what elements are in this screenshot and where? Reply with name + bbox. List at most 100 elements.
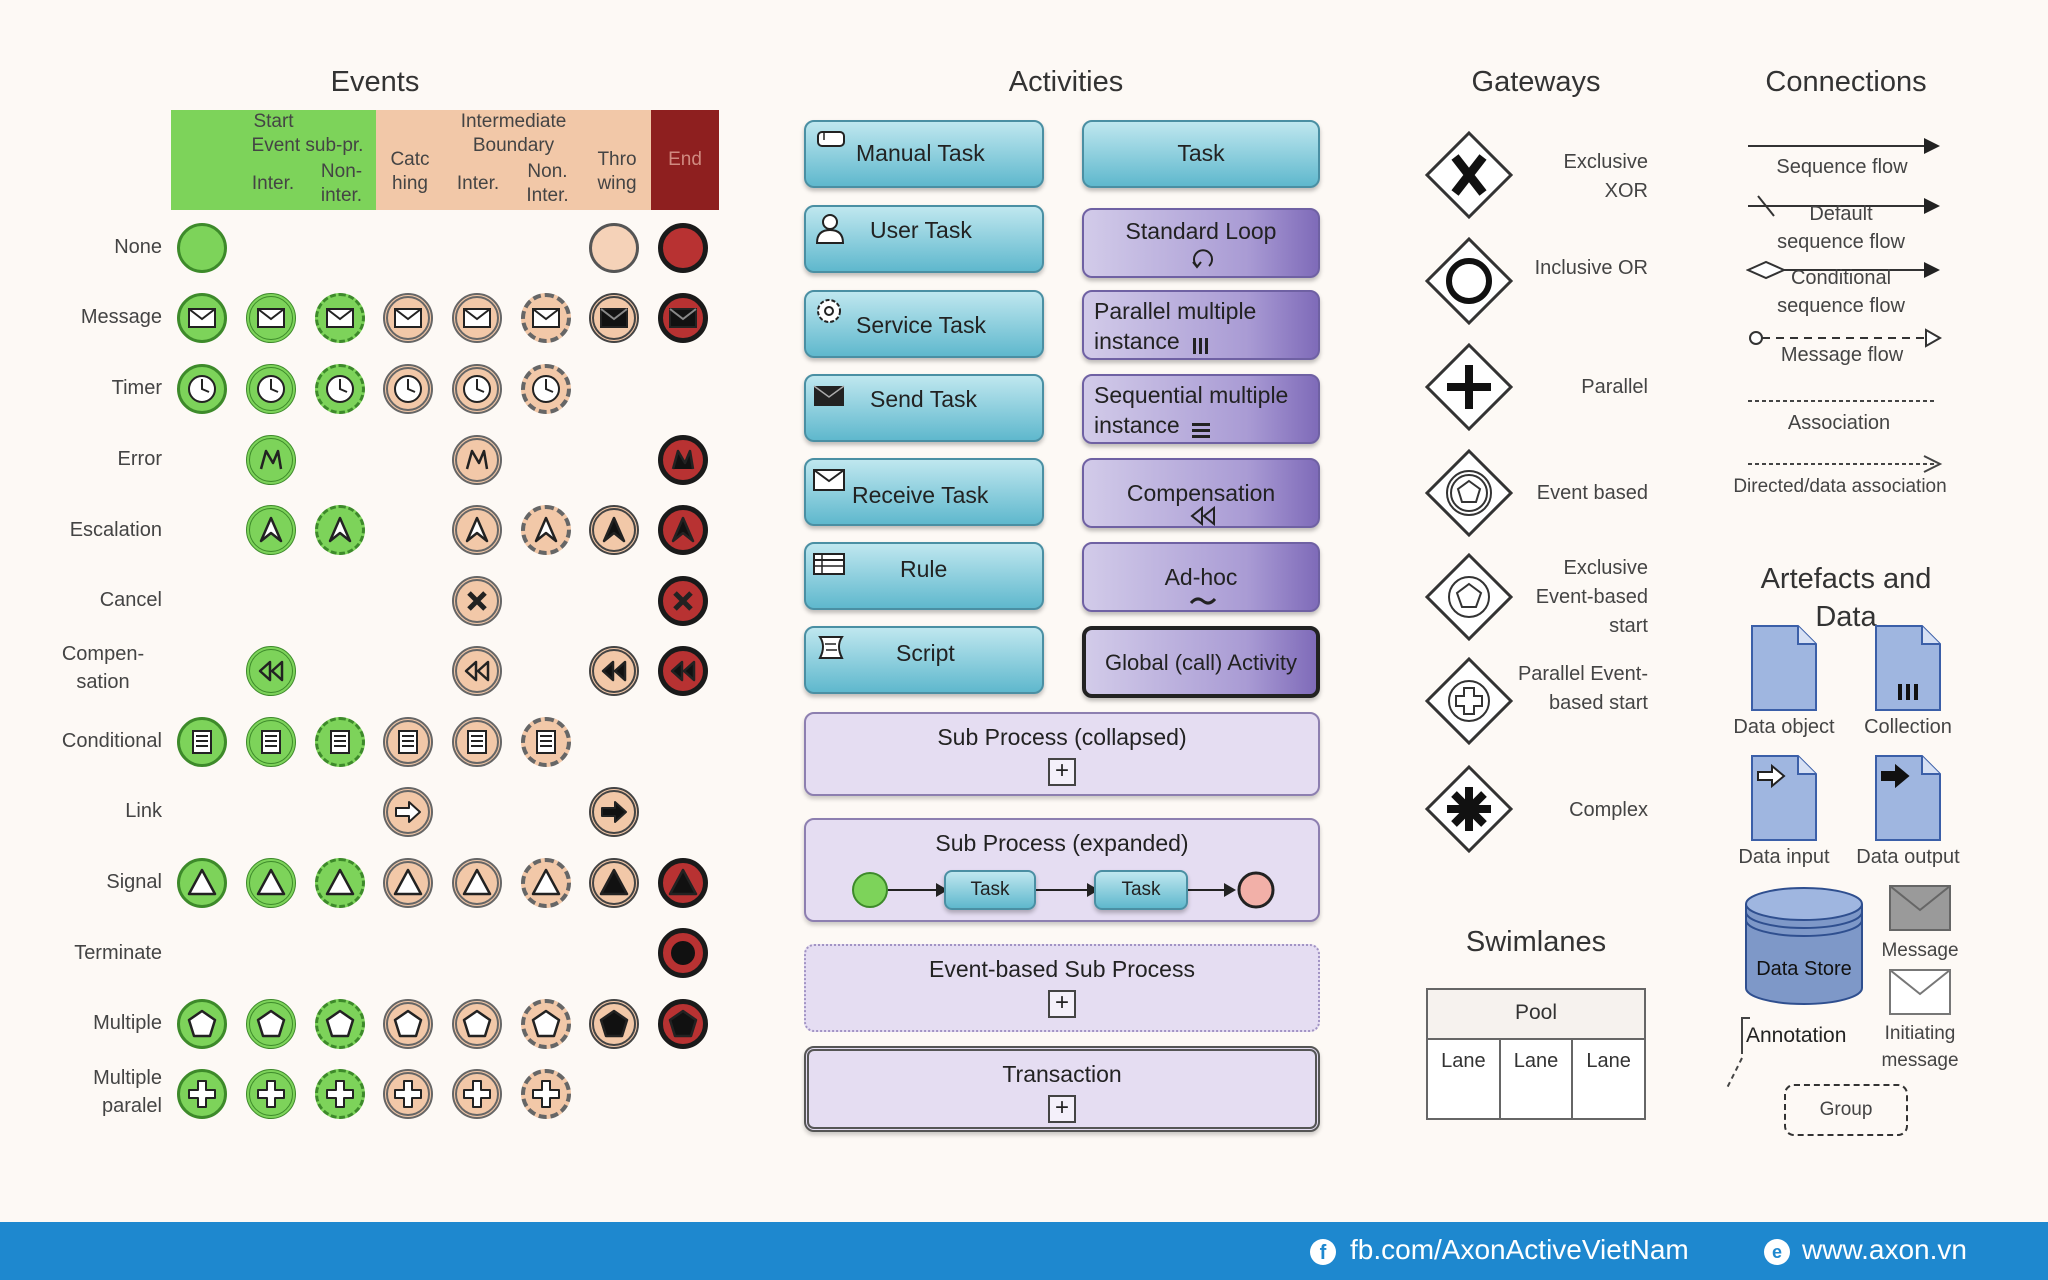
event-subprocess-plus-icon: + (1048, 990, 1076, 1018)
parallel-marker-icon (1193, 338, 1208, 354)
exclusive-gateway-icon (1424, 130, 1514, 220)
sequence-flow-arrow (1748, 138, 1940, 154)
signal-event-icon (589, 858, 639, 908)
signal-event-icon (452, 858, 502, 908)
compensation-event-icon (452, 646, 502, 696)
compensation-activity: Compensation (1082, 458, 1320, 528)
header-start: Start (171, 110, 376, 134)
directed-association-label: Directed/data association (1733, 476, 1947, 497)
parallel-event-gateway-label: Parallel Event-based start (1517, 663, 1648, 714)
row-label-cancel: Cancel (99, 589, 162, 611)
header-noninter-2: Non. Inter. (512, 158, 583, 210)
multiple-event-icon (589, 999, 639, 1049)
row-label-none: None (114, 236, 162, 258)
gateways-heading: Gateways (1471, 66, 1601, 98)
multiple-paralel-event-icon (315, 1069, 365, 1119)
initiating-message-label: Initiating message (1881, 1023, 1959, 1071)
subprocess-task-2: Task (1094, 870, 1188, 910)
connections-heading: Connections (1765, 66, 1927, 98)
row-label-error: Error (117, 448, 162, 470)
facebook-icon: f (1310, 1239, 1336, 1265)
group-box: Group (1784, 1084, 1908, 1136)
transaction: Transaction + (804, 1046, 1320, 1132)
message-event-icon (177, 293, 227, 343)
timer-event-icon (246, 364, 296, 414)
none-event-icon (658, 223, 708, 273)
signal-event-icon (246, 858, 296, 908)
script-task: Script (804, 626, 1044, 694)
rule-label: Rule (900, 556, 948, 582)
facebook-link[interactable]: fb.com/AxonActiveVietNam (1350, 1234, 1689, 1265)
event-subprocess-label: Event-based Sub Process (929, 956, 1195, 982)
sequential-multiple-instance: Sequential multiple instance (1082, 374, 1320, 444)
inclusive-gateway-label: Inclusive OR (1534, 257, 1648, 279)
header-event-subpr: Event sub-pr. (239, 134, 376, 158)
error-event-icon (658, 435, 708, 485)
user-icon (815, 214, 845, 244)
sub-process-collapsed: Sub Process (collapsed) + (804, 712, 1320, 796)
row-label-multiple-paralel: Multiple paralel (93, 1067, 162, 1117)
message-event-icon (246, 293, 296, 343)
subprocess-collapsed-label: Sub Process (collapsed) (937, 724, 1187, 750)
subprocess-expanded-label: Sub Process (expanded) (935, 830, 1189, 856)
escalation-event-icon (521, 505, 571, 555)
escalation-event-icon (452, 505, 502, 555)
row-label-escalation: Escalation (69, 519, 162, 541)
multiple-paralel-event-icon (452, 1069, 502, 1119)
pool-label: Pool (1428, 990, 1644, 1040)
compensation-event-icon (589, 646, 639, 696)
timer-event-icon (452, 364, 502, 414)
escalation-event-icon (315, 505, 365, 555)
signal-event-icon (658, 858, 708, 908)
conditional-event-icon (246, 717, 296, 767)
message-event-icon (452, 293, 502, 343)
none-event-icon (589, 223, 639, 273)
sequential-marker-icon (1192, 423, 1210, 438)
message-event-icon (658, 293, 708, 343)
multiple-event-icon (177, 999, 227, 1049)
artefacts-heading: Artefacts and Data (1760, 563, 1932, 633)
globe-icon: e (1764, 1239, 1790, 1265)
parallel-multiple-instance: Parallel multiple instance (1082, 290, 1320, 360)
parallel-event-gateway-icon (1424, 656, 1514, 746)
receive-task-label: Receive Task (852, 482, 989, 508)
parallel-gateway-icon (1424, 342, 1514, 432)
receive-task: Receive Task (804, 458, 1044, 526)
multiple-event-icon (246, 999, 296, 1049)
gear-icon (817, 299, 841, 323)
sequence-flow-label: Sequence flow (1776, 156, 1908, 178)
cancel-event-icon (658, 576, 708, 626)
row-label-link: Link (125, 800, 162, 822)
escalation-event-icon (658, 505, 708, 555)
directed-association-arrow (1748, 455, 1943, 473)
multiple-paralel-event-icon (246, 1069, 296, 1119)
row-label-signal: Signal (106, 871, 162, 893)
message-event-icon (383, 293, 433, 343)
message-event-icon (315, 293, 365, 343)
global-call-label: Global (call) Activity (1105, 650, 1297, 675)
association-line (1748, 400, 1934, 402)
script-label: Script (896, 640, 955, 666)
service-task-label: Service Task (856, 312, 986, 338)
loop-icon (1192, 249, 1213, 269)
multiple-event-icon (658, 999, 708, 1049)
collection-label: Collection (1864, 716, 1952, 738)
hand-icon (817, 131, 845, 147)
send-task-label: Send Task (870, 386, 977, 412)
header-inter-2: Inter. (444, 158, 512, 210)
adhoc-label: Ad-hoc (1164, 564, 1238, 590)
data-object-label: Data object (1733, 716, 1835, 738)
website-link[interactable]: www.axon.vn (1802, 1234, 1967, 1265)
multiple-paralel-event-icon (521, 1069, 571, 1119)
exclusive-gateway-label: Exclusive XOR (1563, 151, 1648, 202)
tilde-marker-icon (1189, 597, 1217, 605)
lane-3: Lane (1586, 1050, 1631, 1072)
default-flow-label: Default sequence flow (1777, 203, 1905, 253)
inclusive-gateway-icon (1424, 236, 1514, 326)
event-based-sub-process: Event-based Sub Process + (804, 944, 1320, 1032)
multiple-event-icon (383, 999, 433, 1049)
transaction-label: Transaction (1002, 1061, 1122, 1087)
signal-event-icon (521, 858, 571, 908)
multiple-event-icon (315, 999, 365, 1049)
global-call-activity: Global (call) Activity (1082, 626, 1320, 698)
